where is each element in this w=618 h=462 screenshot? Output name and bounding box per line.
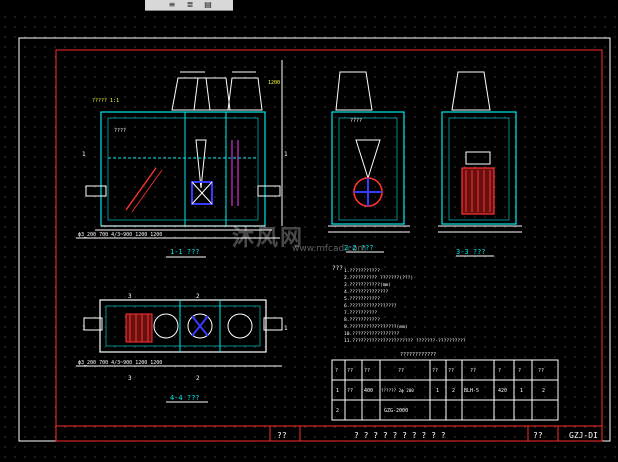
align-center-icon[interactable]: ≣ (186, 0, 194, 9)
table-cell: 420 (498, 388, 507, 394)
table-cell: ?? (538, 368, 544, 374)
table-cell: ?? (364, 368, 370, 374)
table-cell: ? (498, 368, 501, 374)
notes-block: ??? 1.??????????? 2.?????????? ???????(?… (332, 265, 466, 344)
svg-text:1: 1 (82, 151, 86, 158)
drawing-svg: ?? ? ? ? ? ? ? ? ? ? ? ?? GZJ-DI (18, 37, 611, 442)
title-block-left: ?? (277, 431, 287, 440)
table-cell: ?? (347, 368, 353, 374)
notes-header: ??? (332, 265, 343, 272)
toolbar: ≡ ≣ ▤ (0, 0, 618, 12)
table-cell: GZG-2000 (384, 408, 408, 414)
title-block (55, 425, 603, 442)
note-9: 9.?????????????????(mm) (344, 324, 408, 330)
watermark-text: 沐风网 (232, 226, 305, 251)
table-cell: 400 (364, 388, 373, 394)
section-1-1: ϕ3_200 700 4/3~900 1200 1200 1200 ????? … (76, 60, 288, 258)
section-label-2: 2-2 ??? (344, 244, 374, 252)
table-cell: 2 (542, 388, 545, 394)
table-cell: 1 (436, 388, 439, 394)
note-3: 3.???????????(mm) (344, 282, 391, 288)
table-cell: 2 (336, 408, 339, 414)
toolbar-strip: ≡ ≣ ▤ (145, 0, 233, 11)
svg-text:ϕ3_200 700 4/3~900 1200: ϕ3_200 700 4/3~900 1200 1200 (78, 232, 162, 238)
svg-text:1200: 1200 (268, 80, 280, 86)
svg-text:2: 2 (196, 293, 200, 300)
note-4: 4.?????????????? (344, 289, 388, 295)
svg-text:????: ???? (114, 128, 126, 134)
table-cell: ?? (432, 368, 438, 374)
note-10: 10.????????????????? (344, 331, 400, 337)
align-left-icon[interactable]: ≡ (168, 0, 176, 9)
equipment-table: ???????????? ? ?? ?? ?? ?? ?? ?? (331, 352, 559, 421)
table-cell: ? (335, 368, 338, 374)
table-cell: BLH-5 (464, 388, 479, 394)
svg-text:2: 2 (196, 375, 200, 382)
title-block-middle: ? ? ? ? ? ? ? ? ? ? (354, 431, 446, 440)
table-cell: ?? (347, 388, 353, 394)
svg-text:1: 1 (82, 325, 86, 332)
svg-text:1: 1 (284, 325, 288, 332)
table-cell: ?? (398, 368, 404, 374)
list-icon[interactable]: ▤ (204, 0, 212, 9)
section-label-4: 4-4 ??? (170, 394, 200, 402)
svg-text:3: 3 (128, 293, 132, 300)
note-11: 11.?????????????????????? ???????-??????… (344, 338, 466, 344)
note-8: 8.??????????? (344, 317, 380, 323)
section-3-3: 3-3 ??? (438, 71, 522, 257)
title-block-right: ?? (533, 431, 543, 440)
title-block-code: GZJ-DI (569, 431, 598, 440)
note-2: 2.?????????? ???????(???) (344, 275, 413, 281)
watermark-url: www.mfcad.com (292, 244, 367, 254)
drawing-canvas[interactable]: ?? ? ? ? ? ? ? ? ? ? ? ?? GZJ-DI (0, 12, 618, 462)
table-cell: ?? (448, 368, 454, 374)
svg-text:????: ???? (350, 118, 362, 124)
svg-text:ϕ3_200 700 4/3~900 1200: ϕ3_200 700 4/3~900 1200 1200 (78, 360, 162, 366)
note-1: 1.??????????? (344, 268, 380, 274)
section-2-2: ???? 2-2 ??? (328, 71, 410, 253)
section-label-3: 3-3 ??? (456, 248, 486, 256)
table-cell: 1 (520, 388, 523, 394)
table-cell: 2 (452, 388, 455, 394)
svg-text:1: 1 (284, 151, 288, 158)
svg-text:3: 3 (128, 375, 132, 382)
table-title: ???????????? (400, 352, 436, 358)
section-label-1: 1-1 ??? (170, 248, 200, 256)
svg-text:????? 1:1: ????? 1:1 (92, 98, 119, 104)
table-cell: ? (518, 368, 521, 374)
table-cell: ?? (470, 368, 476, 374)
note-7: 7.?????????? (344, 310, 377, 316)
note-6: 6.????????????????? (344, 303, 397, 309)
note-5: 5.??????????? (344, 296, 380, 302)
table-cell: 1 (336, 388, 339, 394)
section-4-4: ϕ3_200 700 4/3~900 1200 1200 1 1 3 2 3 2… (76, 293, 288, 403)
table-cell: ?????? 2ϕ 200 (381, 388, 414, 393)
